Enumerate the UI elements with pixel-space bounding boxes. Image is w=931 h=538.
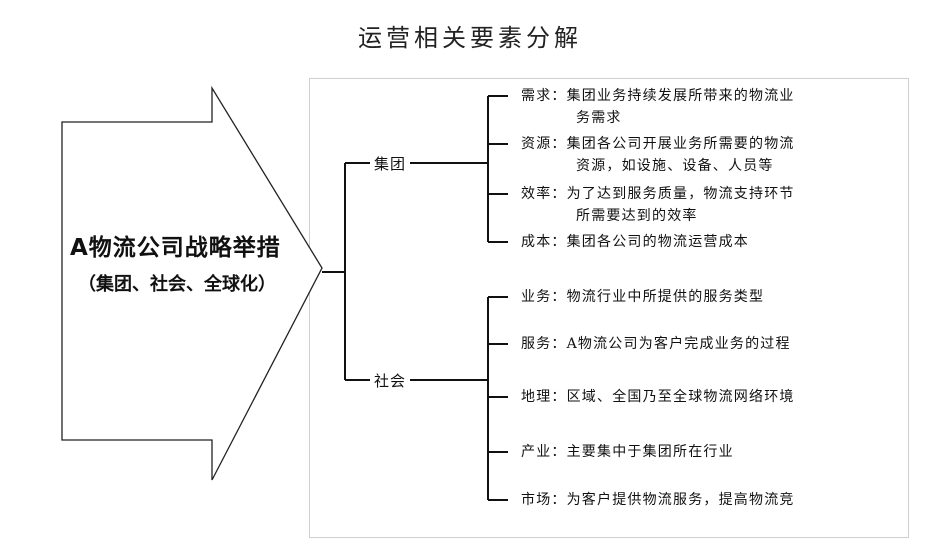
society-item-geography: 地理：区域、全国乃至全球物流网络环境 [521, 386, 795, 408]
strategy-subtitle: （集团、社会、全球化） [78, 274, 276, 295]
group-item-resources: 资源：集团各公司开展业务所需要的物流 资源，如设施、设备、人员等 [521, 133, 795, 177]
item-line: 业务：物流行业中所提供的服务类型 [521, 289, 765, 305]
strategy-arrow-shape [61, 85, 323, 481]
group-item-efficiency: 效率：为了达到服务质量，物流支持环节 所需要达到的效率 [521, 183, 795, 227]
connector-lines [61, 85, 508, 501]
society-item-market: 市场：为客户提供物流服务，提高物流竞 [521, 489, 795, 511]
item-line: 效率：为了达到服务质量，物流支持环节 [521, 186, 795, 202]
group-item-demand: 需求：集团业务持续发展所带来的物流业 务需求 [521, 85, 795, 129]
branch-label-society: 社会 [374, 372, 407, 390]
society-item-industry: 产业：主要集中于集团所在行业 [521, 441, 734, 463]
item-line: 成本：集团各公司的物流运营成本 [521, 234, 749, 250]
item-line: 地理：区域、全国乃至全球物流网络环境 [521, 389, 795, 405]
item-line: 服务：A物流公司为客户完成业务的过程 [521, 336, 791, 352]
diagram-title: 运营相关要素分解 [358, 24, 582, 52]
item-line: 所需要达到的效率 [576, 208, 698, 224]
item-line: 产业：主要集中于集团所在行业 [521, 444, 734, 460]
group-item-cost: 成本：集团各公司的物流运营成本 [521, 231, 749, 253]
strategy-title: A物流公司战略举措 [70, 235, 281, 261]
branch-label-group: 集团 [374, 155, 407, 173]
item-line: 需求：集团业务持续发展所带来的物流业 [521, 88, 795, 104]
society-item-business: 业务：物流行业中所提供的服务类型 [521, 286, 764, 308]
item-line: 资源：集团各公司开展业务所需要的物流 [521, 136, 795, 152]
item-line: 务需求 [576, 110, 622, 126]
item-line: 市场：为客户提供物流服务，提高物流竞 [521, 492, 795, 508]
item-line: 资源，如设施、设备、人员等 [576, 158, 774, 174]
society-item-service: 服务：A物流公司为客户完成业务的过程 [521, 333, 791, 355]
